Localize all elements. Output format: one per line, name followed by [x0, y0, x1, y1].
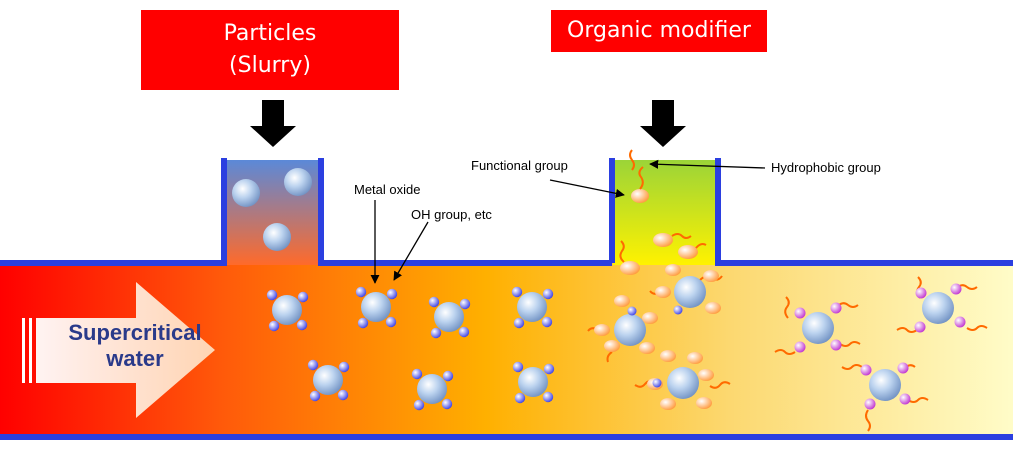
pipe-wall [0, 158, 1013, 440]
modifier-molecules [619, 149, 707, 275]
particles-label: Particles [223, 21, 317, 46]
oh-group-label: OH group, etc [411, 207, 492, 222]
metal-oxide-label: Metal oxide [354, 182, 421, 197]
particles-slurry-box: Particles (Slurry) [141, 10, 399, 90]
feed-arrow-modifier [640, 100, 686, 147]
modified-particles [774, 276, 988, 432]
functional-group-pointer [549, 179, 625, 198]
annotation-arrows [370, 159, 766, 284]
hydrophobic-group-label: Hydrophobic group [771, 160, 881, 175]
supercritical-label: Supercritical [68, 320, 202, 345]
hydrophobic-group-pointer [649, 159, 766, 169]
oh-group-pointer [393, 221, 429, 281]
organic-modifier-box: Organic modifier [551, 10, 767, 52]
feed-arrow-particles [250, 100, 296, 147]
functional-group-label: Functional group [471, 158, 568, 173]
water-label: water [106, 346, 164, 371]
modified-particle-bodies [794, 283, 966, 410]
organic-modifier-label: Organic modifier [567, 18, 751, 43]
slurry-label: (Slurry) [229, 53, 311, 78]
modifier-inlet [613, 160, 717, 265]
supercritical-water-label: Supercritical water [50, 320, 220, 372]
reacting-particles [587, 264, 731, 410]
slurry-particles [232, 168, 312, 251]
supercritical-water-arrow [22, 282, 215, 418]
